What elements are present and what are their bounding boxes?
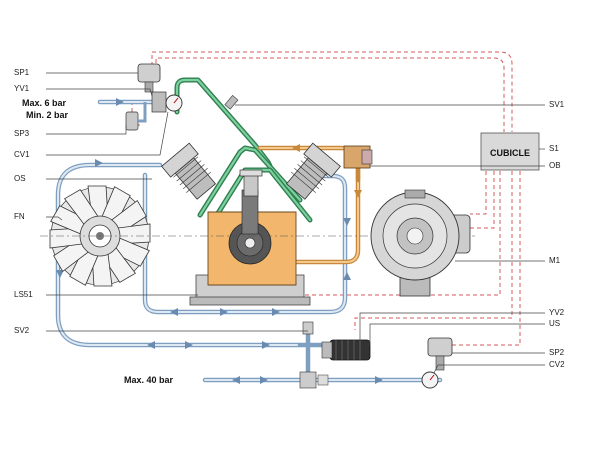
electric-motor-icon [370,189,471,297]
label-sp3: SP3 [14,129,30,138]
separator-unit [321,339,371,361]
label-ob: OB [549,161,561,170]
outlet-valves [299,371,329,389]
label-s1: S1 [549,144,559,153]
sv1-valve [224,95,239,110]
label-us: US [549,319,560,328]
left-leaders [46,72,308,332]
label-fn: FN [14,212,25,221]
label-cv1: CV1 [14,150,30,159]
label-m1: M1 [549,256,561,265]
pressure-switch-icon [137,63,167,113]
cubicle-label: CUBICLE [490,148,530,158]
left-labels: SP1 YV1 Max. 6 bar Min. 2 bar SP3 CV1 OS… [14,68,174,385]
pressure-gauge-icon [165,94,183,112]
cubicle-box: CUBICLE [480,132,540,171]
label-sv2: SV2 [14,326,30,335]
label-sp2: SP2 [549,348,565,357]
label-ls51: LS51 [14,290,33,299]
label-os: OS [14,174,26,183]
label-max-6-bar: Max. 6 bar [22,98,67,108]
right-leaders [235,104,545,374]
label-yv2: YV2 [549,308,565,317]
label-max-40-bar: Max. 40 bar [124,375,174,385]
flow-arrows [56,98,383,384]
sv2-valve [302,321,314,335]
oil-block [343,145,373,169]
label-sv1: SV1 [549,100,565,109]
label-cv2: CV2 [549,360,565,369]
cv2-gauge-icon [421,371,439,389]
compressor-block [161,142,341,306]
sp3-device [125,102,147,131]
label-yv1: YV1 [14,84,30,93]
right-labels: SV1 S1 OB M1 YV2 US SP2 CV2 [549,100,565,369]
sp2-switch [427,337,453,371]
label-min-2-bar: Min. 2 bar [26,110,69,120]
label-sp1: SP1 [14,68,30,77]
